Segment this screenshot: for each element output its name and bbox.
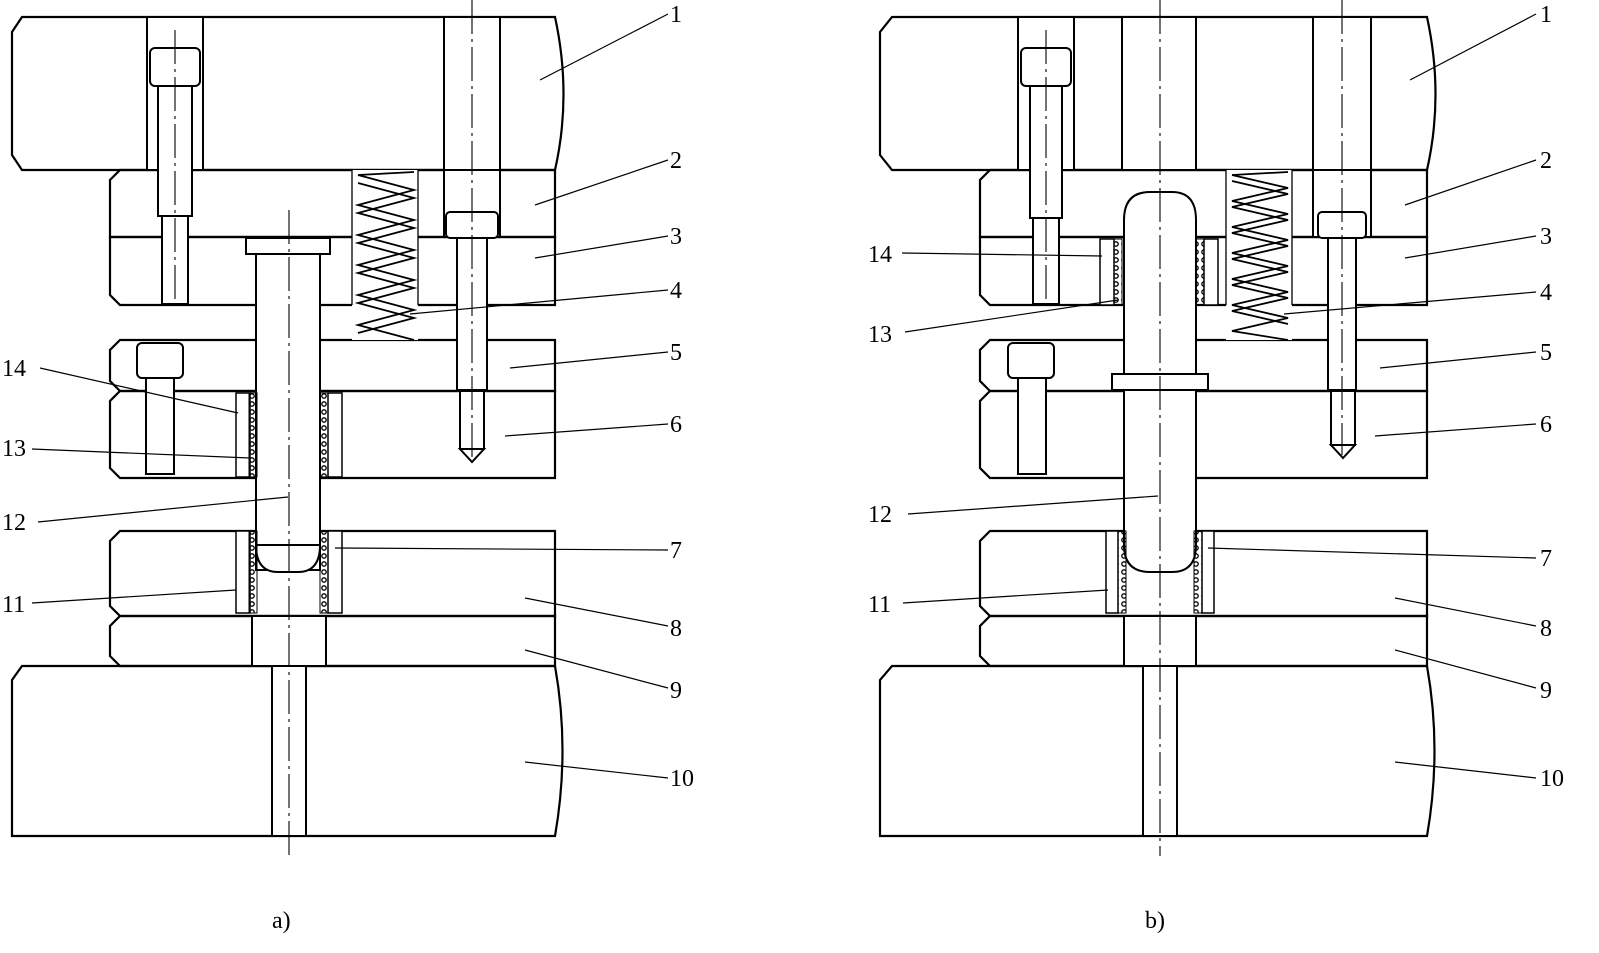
callout-a-10: 10 [670,766,694,792]
leader-a-11 [31,589,237,604]
leader-b-11 [902,589,1109,604]
callout-b-13: 13 [868,322,892,348]
callout-a-1: 1 [670,2,682,28]
callout-b-4: 4 [1540,280,1552,306]
leader-b-3 [1404,235,1537,259]
part-14-bushing-sleeve-b [1099,238,1115,306]
leader-a-13 [31,448,251,459]
leader-b-1 [1409,13,1537,81]
leader-a-2 [534,159,669,206]
callout-b-1: 1 [1540,2,1552,28]
part-11-bushing-sleeve-lower-b [1105,530,1119,614]
bolt-tip-right-b [1328,444,1358,460]
leader-b-6 [1374,423,1537,437]
leader-a-6 [504,423,669,437]
panel-b: 1 2 3 4 5 6 7 8 9 10 14 13 12 11 b) [868,0,1564,934]
part-12-punch [255,253,321,571]
leader-a-4 [409,289,669,315]
callout-a-3: 3 [670,224,682,250]
part-6-guide-plate [108,389,557,480]
part-4-spring-b [1231,171,1289,341]
leader-b-7 [1207,547,1537,559]
leader-a-3 [534,235,669,259]
bushing-sleeve-lower-right [327,530,343,614]
callout-b-10: 10 [1540,766,1564,792]
leader-a-14 [39,367,239,414]
leader-a-7 [334,547,669,551]
callout-a-14: 14 [2,356,26,382]
leader-a-8 [524,597,669,627]
bushing-sleeve-lower-b-right [1201,530,1215,614]
part-6-guide-plate-b [978,389,1429,480]
leader-b-12 [907,495,1159,515]
leader-a-10 [524,761,669,779]
center-bore-upper-b [1121,16,1197,171]
callout-a-12: 12 [2,510,26,536]
part-7-ball-cage-lower-left [248,530,258,614]
part-7-ball-cage-lower-b-right [1193,530,1203,614]
callout-a-5: 5 [670,340,682,366]
callout-b-2: 2 [1540,148,1552,174]
part-10-lower-plate [10,664,564,838]
leader-a-1 [539,13,669,81]
part-7-ball-cage-lower-right [319,530,329,614]
bushing-sleeve-b-right [1203,238,1219,306]
callout-b-6: 6 [1540,412,1552,438]
callout-a-11: 11 [2,592,25,618]
part-10-lower-plate-b [878,664,1436,838]
callout-b-11: 11 [868,592,891,618]
bushing-sleeve-upper-right [327,392,343,478]
leader-b-8 [1394,597,1537,627]
callout-b-5: 5 [1540,340,1552,366]
bolt-shank-lower-left [145,377,175,475]
callout-b-14: 14 [868,242,892,268]
caption-b: b) [1145,908,1165,934]
callout-a-13: 13 [2,436,26,462]
callout-b-7: 7 [1540,546,1552,572]
leader-b-5 [1379,351,1537,369]
callout-b-12: 12 [868,502,892,528]
callout-a-7: 7 [670,538,682,564]
part-11-bushing-sleeve-lower [235,530,251,614]
leader-a-5 [509,351,669,369]
leader-b-2 [1404,159,1537,206]
callout-b-9: 9 [1540,678,1552,704]
callout-b-8: 8 [1540,616,1552,642]
leader-a-12 [37,496,289,523]
part-7-ball-cage-lower-b-left [1117,530,1127,614]
part-13-ball-cage-b-right [1195,238,1205,306]
bolt-head-lower-left [136,342,184,379]
leader-b-13 [904,299,1119,333]
leader-b-4 [1283,291,1537,315]
callout-b-3: 3 [1540,224,1552,250]
callout-a-2: 2 [670,148,682,174]
bolt-shank-lower-left-b [1017,377,1047,475]
callout-a-4: 4 [670,278,682,304]
callout-a-9: 9 [670,678,682,704]
part-9-die-backing-plate [108,614,557,668]
bolt-thread-right-b [1330,390,1356,446]
part-4-spring [354,171,418,341]
callout-a-8: 8 [670,616,682,642]
part-9-die-backing-plate-b [978,614,1429,668]
punch-head [245,237,331,255]
panel-a: 1 2 3 4 5 6 7 8 9 10 14 13 12 11 a) [2,0,694,934]
part-13-ball-cage-upper-left [248,392,258,478]
leader-b-10 [1394,761,1537,779]
part-13-ball-cage-upper-right [319,392,329,478]
callout-a-6: 6 [670,412,682,438]
part-14-bushing-sleeve-upper [235,392,251,478]
punch-tip [254,544,322,573]
part-13-ball-cage-b-left [1113,238,1123,306]
leader-b-14 [901,252,1103,257]
bolt-head-lower-left-b [1007,342,1055,379]
leader-a-9 [524,649,669,689]
leader-b-9 [1394,649,1537,689]
caption-a: a) [272,908,291,934]
